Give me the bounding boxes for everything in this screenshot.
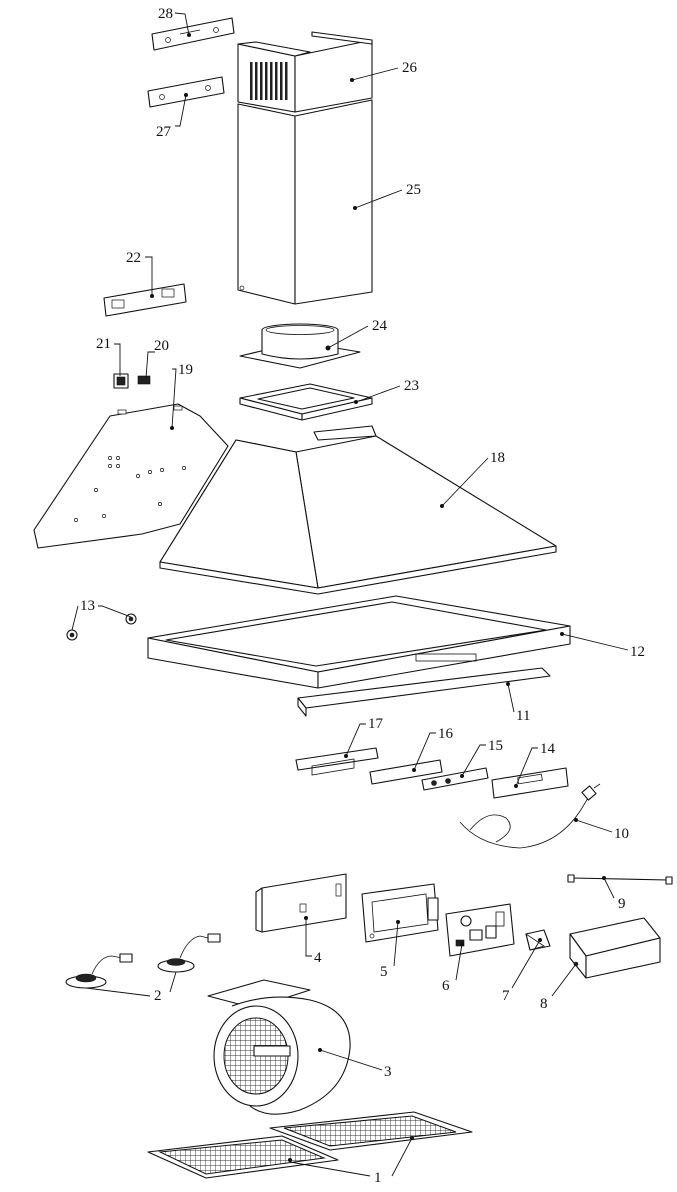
part-6-pcb: [445, 903, 515, 957]
callout-20: 20: [154, 338, 169, 354]
part-24-duct-flange: [239, 323, 361, 369]
part-20-clip: [137, 375, 151, 385]
callout-13: 13: [80, 598, 95, 614]
part-18-hood-canopy: [159, 425, 557, 595]
callout-7: 7: [502, 988, 510, 1004]
part-23-mounting-frame: [239, 383, 373, 421]
callout-10: 10: [614, 826, 629, 842]
part-28-upper-bracket: [151, 17, 235, 51]
part-25-lower-chimney: [237, 99, 373, 305]
callout-3: 3: [384, 1064, 392, 1080]
callout-25: 25: [406, 182, 421, 198]
callout-26: 26: [402, 60, 418, 76]
part-3-blower-motor: [207, 979, 351, 1115]
part-9-tube: [567, 874, 673, 885]
part-13-knobs: [66, 613, 137, 641]
part-7-capacitor: [525, 929, 551, 951]
callout-17: 17: [368, 716, 384, 732]
callout-8: 8: [540, 996, 548, 1012]
callout-22: 22: [126, 250, 141, 266]
part-12-lower-frame: [147, 595, 571, 689]
callout-16: 16: [438, 726, 454, 742]
part-2-lamps: [65, 933, 221, 989]
callout-15: 15: [488, 738, 503, 754]
part-26-upper-chimney: [237, 31, 373, 113]
callout-5: 5: [380, 964, 388, 980]
callout-24: 24: [372, 318, 388, 334]
callout-11: 11: [516, 708, 530, 724]
part-5-board-holder: [361, 883, 439, 943]
part-8-motor-cover: [569, 917, 661, 979]
callout-28: 28: [158, 6, 173, 22]
callout-labels: 28 27 26 25 22 21 20 19 24 23 18 13 12 1…: [80, 6, 645, 1186]
callout-14: 14: [540, 741, 556, 757]
callout-23: 23: [404, 378, 419, 394]
leader-lines: [71, 12, 629, 1177]
callout-27: 27: [156, 124, 172, 140]
callout-12: 12: [630, 644, 645, 660]
part-22-wall-bracket: [103, 283, 187, 317]
part-4-mounting-plate: [255, 873, 347, 933]
part-17-bracket: [295, 747, 379, 776]
callout-1: 1: [374, 1170, 382, 1186]
part-10-power-cord: [459, 783, 601, 849]
callout-21: 21: [96, 336, 111, 352]
part-14-control-panel: [491, 767, 569, 799]
callout-6: 6: [442, 978, 450, 994]
callout-2: 2: [154, 988, 162, 1004]
callout-9: 9: [618, 896, 626, 912]
callout-18: 18: [490, 450, 505, 466]
part-11-rail: [297, 667, 551, 717]
part-27-lower-bracket: [147, 76, 225, 108]
callout-19: 19: [178, 362, 193, 378]
part-1-grease-filters: [147, 1111, 473, 1179]
callout-4: 4: [314, 950, 322, 966]
part-21-clip: [113, 373, 129, 389]
part-19-back-plate: [33, 403, 229, 549]
